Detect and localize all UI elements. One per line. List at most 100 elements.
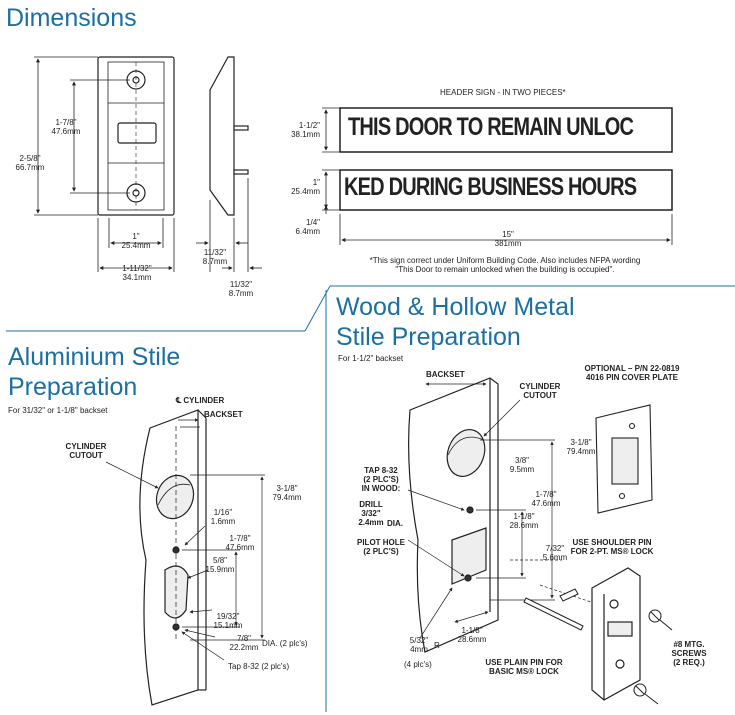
sign-dim-height-2: 1" 25.4mm	[282, 178, 320, 196]
aluminium-stile	[139, 409, 207, 706]
wood-backset: BACKSET	[426, 370, 465, 379]
wood-cylinder-cutout: CYLINDER CUTOUT	[514, 382, 566, 400]
wood-drill-line2: 3/32"	[361, 509, 381, 518]
dim-mm: 1.6mm	[210, 517, 236, 526]
wood-screws-line3: (2 REQ.)	[673, 658, 705, 667]
sign-panels	[339, 107, 673, 211]
dim-mm: 34.1mm	[122, 273, 152, 282]
side-dimension-lines	[196, 178, 262, 272]
dim-mm: 4mm	[410, 645, 428, 654]
cover-plate	[595, 404, 653, 514]
alu-dia-note: DIA. (2 plc's)	[262, 639, 308, 648]
wood-screws-note: #8 MTG. SCREWS (2 REQ.)	[666, 640, 712, 667]
alu-dim-3-1-8: 3-1/8" 79.4mm	[268, 484, 306, 502]
lock-body	[591, 567, 641, 701]
wood-shoulder-line2: FOR 2-PT. MS® LOCK	[570, 547, 654, 556]
wood-dim-1-7-8: 1-7/8" 47.6mm	[528, 490, 564, 508]
dim-inch: 1/16"	[213, 508, 233, 517]
dim-inch: 1-1/8"	[513, 512, 535, 521]
alu-cl-cylinder: ℄ CYLINDER	[176, 396, 225, 405]
dim-mm: 6.4mm	[295, 227, 320, 236]
wood-stile	[408, 377, 499, 653]
wood-screws-line2: SCREWS	[671, 649, 707, 658]
dim-label-1: 1" 25.4mm	[118, 232, 154, 250]
alu-dim-5-8: 5/8" 15.9mm	[202, 556, 238, 574]
wood-heading-line2: Stile Preparation	[336, 323, 521, 351]
wood-radius-plc: (4 plc's)	[404, 660, 432, 669]
wood-tap-line1: TAP 8-32	[364, 466, 398, 475]
wood-optional-cover-plate: OPTIONAL – P/N 22-0819 4016 PIN COVER PL…	[572, 364, 692, 382]
dim-mm: 25.4mm	[121, 241, 151, 250]
dim-inch: 7/8"	[237, 634, 251, 643]
dim-inch: 1-1/2"	[298, 121, 320, 130]
sign-line-2: KED DURING BUSINESS HOURS	[344, 173, 637, 201]
dim-mm: 38.1mm	[291, 130, 320, 139]
wood-cylinder-cutout-line1: CYLINDER	[519, 382, 561, 391]
dimensions-heading: Dimensions	[6, 4, 137, 32]
dim-inch: 7/32"	[545, 544, 565, 553]
dim-label-11-32-b: 11/32" 8.7mm	[224, 280, 258, 298]
alu-backset: BACKSET	[204, 410, 243, 419]
dim-mm: 79.4mm	[566, 447, 596, 456]
sign-dimension-lines	[322, 107, 673, 245]
dim-inch: 2-5/8"	[19, 154, 41, 163]
wood-drill-note: DRILL 3/32" 2.4mm	[354, 500, 388, 527]
dim-inch: 19/32"	[216, 612, 240, 621]
dim-inch: 1"	[132, 232, 140, 241]
dim-inch: 1-7/8"	[55, 118, 77, 127]
wood-tap-line2: (2 PLC'S)	[363, 475, 399, 484]
wood-dim-3-8: 3/8" 9.5mm	[506, 456, 538, 474]
dim-mm: 15.9mm	[205, 565, 235, 574]
dim-inch: 3-1/8"	[570, 438, 592, 447]
aluminium-subheading: For 31/32" or 1-1/8" backset	[8, 406, 108, 415]
sign-footnote: *This sign correct under Uniform Buildin…	[330, 256, 680, 274]
dim-mm: 5.6mm	[542, 553, 568, 562]
dim-inch: 5/32"	[409, 636, 429, 645]
dim-inch: 11/32"	[229, 280, 253, 289]
screws	[633, 609, 673, 705]
wood-screws-line1: #8 MTG.	[673, 640, 705, 649]
dim-mm: 28.6mm	[509, 521, 539, 530]
wood-cylinder-cutout-line2: CUTOUT	[523, 391, 557, 400]
dim-mm: 9.5mm	[509, 465, 535, 474]
dim-mm: 25.4mm	[291, 187, 320, 196]
dim-inch: 3/8"	[515, 456, 529, 465]
wood-dim-7-32: 7/32" 5.6mm	[538, 544, 572, 562]
aluminium-heading-line2: Preparation	[8, 373, 138, 401]
wood-heading-line1: Wood & Hollow Metal	[336, 293, 575, 321]
alu-dim-19-32: 19/32" 15.1mm	[210, 612, 246, 630]
wood-optional-line1: OPTIONAL – P/N 22-0819	[584, 364, 680, 373]
sign-dim-height-1: 1-1/2" 38.1mm	[282, 121, 320, 139]
dim-mm: 47.6mm	[51, 127, 81, 136]
dim-inch: 1/4"	[306, 218, 320, 227]
wood-optional-line2: 4016 PIN COVER PLATE	[586, 373, 678, 382]
dim-mm: 381mm	[494, 239, 522, 248]
dim-mm: 66.7mm	[15, 163, 45, 172]
dim-label-1-11-32: 1-11/32" 34.1mm	[116, 264, 158, 282]
dim-inch: 11/32"	[203, 248, 227, 257]
sign-line-1: THIS DOOR TO REMAIN UNLOC	[348, 113, 634, 141]
strike-plate-front	[97, 56, 175, 216]
sign-header-note: HEADER SIGN - IN TWO PIECES*	[440, 88, 566, 97]
dim-mm: 47.6mm	[531, 499, 561, 508]
front-dimension-lines	[34, 56, 175, 272]
alu-dim-7-8: 7/8" 22.2mm	[226, 634, 262, 652]
dim-mm: 47.6mm	[225, 543, 255, 552]
dim-inch: 1"	[312, 178, 320, 187]
dim-mm: 22.2mm	[229, 643, 259, 652]
sign-footnote-line2: "This Door to remain unlocked when the b…	[395, 265, 615, 274]
dim-inch: 1-1/8"	[461, 626, 483, 635]
dim-mm: 79.4mm	[272, 493, 302, 502]
alu-cylinder-cutout: CYLINDER CUTOUT	[60, 442, 112, 460]
alu-cylinder-cutout-line1: CYLINDER	[65, 442, 107, 451]
wood-pilot-line2: (2 PLC'S)	[363, 547, 399, 556]
dim-label-11-32-a: 11/32" 8.7mm	[198, 248, 232, 266]
wood-shoulder-line1: USE SHOULDER PIN	[572, 538, 652, 547]
wood-radius-r: R	[434, 641, 440, 650]
alu-dim-1-7-8: 1-7/8" 47.6mm	[222, 534, 258, 552]
wood-subheading: For 1-1/2" backset	[338, 354, 404, 363]
wood-dim-1-1-8-a: 1-1/8" 28.6mm	[506, 512, 542, 530]
sign-footnote-line1: *This sign correct under Uniform Buildin…	[369, 256, 641, 265]
dim-inch: 15"	[502, 230, 514, 239]
